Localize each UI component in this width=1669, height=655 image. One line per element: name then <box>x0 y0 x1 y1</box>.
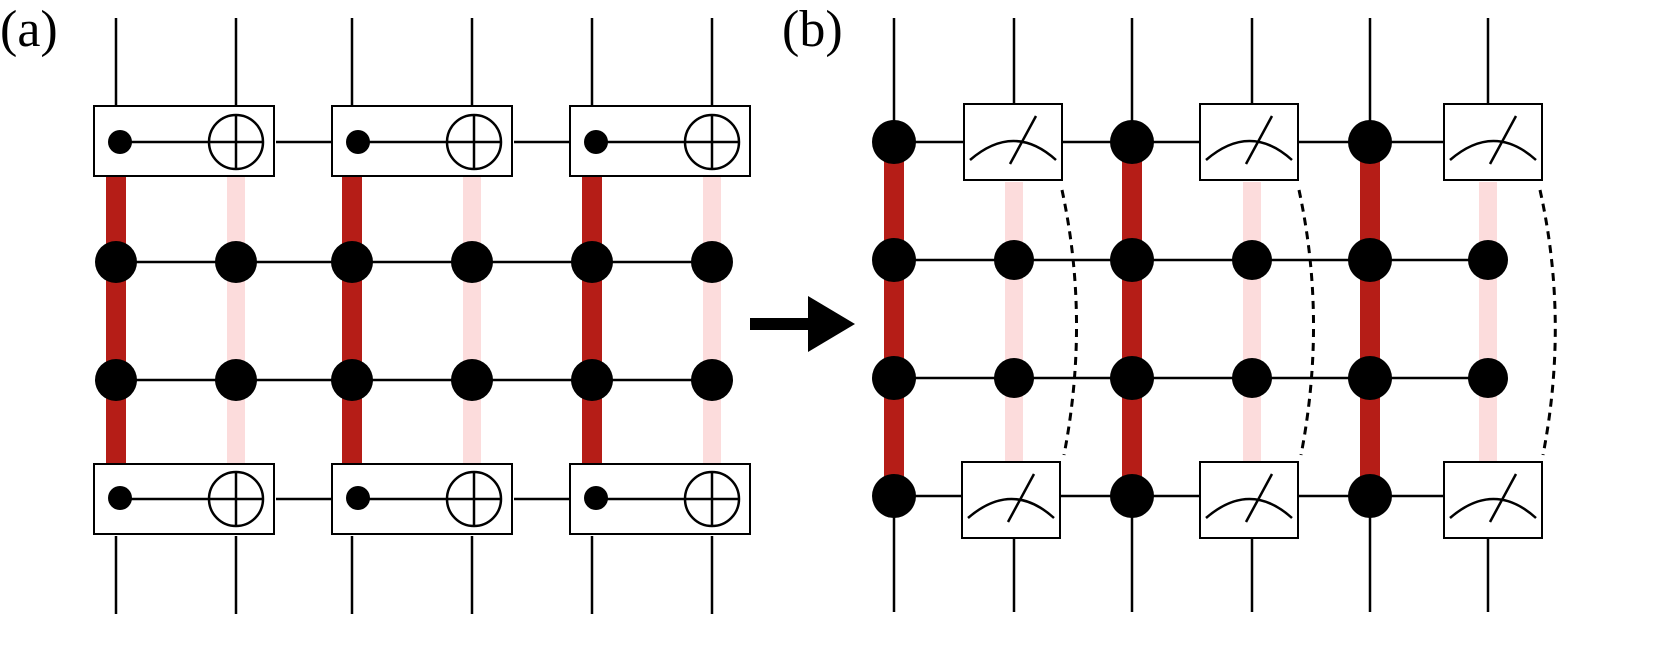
node-a-1-1 <box>215 359 257 401</box>
node-b-0-2 <box>1110 120 1154 164</box>
node-a-0-1 <box>215 241 257 283</box>
meter-needle <box>1244 115 1274 165</box>
cnot-gate-bottom-0 <box>93 463 275 535</box>
meter-needle <box>1488 115 1518 165</box>
node-a-0-5 <box>691 241 733 283</box>
node-b-2-5 <box>1468 358 1508 398</box>
meter-needle <box>1006 473 1036 523</box>
node-b-1-4 <box>1348 238 1392 282</box>
oplus-target-icon <box>445 470 503 528</box>
node-b-2-3 <box>1232 358 1272 398</box>
meter-icon <box>1205 473 1293 523</box>
control-dot-icon <box>108 486 132 510</box>
meter-icon <box>1205 115 1293 165</box>
node-b-2-1 <box>994 358 1034 398</box>
cnot-gate-top-2 <box>569 105 751 177</box>
node-b-3-0 <box>872 474 916 518</box>
cnot-gate-bottom-2 <box>569 463 751 535</box>
node-b-0-4 <box>1348 120 1392 164</box>
node-a-1-4 <box>571 359 613 401</box>
measurement-gate-top-1 <box>1199 103 1299 181</box>
meter-arc <box>1205 497 1293 519</box>
meter-needle <box>1488 473 1518 523</box>
panel-b <box>872 18 1557 612</box>
meter-needle <box>1244 473 1274 523</box>
dashed-connector-1 <box>1297 189 1316 456</box>
node-b-2-4 <box>1348 356 1392 400</box>
panel-a <box>93 18 751 614</box>
node-a-0-3 <box>451 241 493 283</box>
panel-a-label: (a) <box>0 1 58 58</box>
node-a-0-0 <box>95 241 137 283</box>
oplus-target-icon <box>445 113 503 171</box>
node-a-1-2 <box>331 359 373 401</box>
meter-icon <box>969 115 1057 165</box>
dashed-connector-2 <box>1538 189 1557 456</box>
meter-arc <box>1449 139 1537 161</box>
node-a-1-0 <box>95 359 137 401</box>
meter-needle <box>1008 115 1038 165</box>
meter-icon <box>967 473 1055 523</box>
control-dot-icon <box>584 486 608 510</box>
node-b-1-1 <box>994 240 1034 280</box>
oplus-target-icon <box>683 470 741 528</box>
control-dot-icon <box>346 130 370 154</box>
measurement-box <box>1199 461 1299 539</box>
node-b-0-0 <box>872 120 916 164</box>
node-a-0-2 <box>331 241 373 283</box>
meter-arc <box>1205 139 1293 161</box>
meter-arc <box>969 139 1057 161</box>
meter-arc <box>1449 497 1537 519</box>
node-b-1-2 <box>1110 238 1154 282</box>
measurement-gate-top-0 <box>963 103 1063 181</box>
node-b-3-2 <box>1110 474 1154 518</box>
arrow-head <box>808 296 855 352</box>
dashed-connector-0 <box>1060 189 1079 456</box>
node-b-2-2 <box>1110 356 1154 400</box>
node-b-1-3 <box>1232 240 1272 280</box>
meter-icon <box>1449 115 1537 165</box>
node-a-1-3 <box>451 359 493 401</box>
control-dot-icon <box>346 486 370 510</box>
node-a-1-5 <box>691 359 733 401</box>
measurement-gate-bottom-0 <box>961 461 1061 539</box>
cnot-gate-top-1 <box>331 105 513 177</box>
panel-b-label: (b) <box>782 1 843 58</box>
cnot-gate-bottom-1 <box>331 463 513 535</box>
measurement-gate-bottom-2 <box>1443 461 1543 539</box>
oplus-target-icon <box>683 113 741 171</box>
oplus-target-icon <box>207 470 265 528</box>
node-a-0-4 <box>571 241 613 283</box>
node-b-3-4 <box>1348 474 1392 518</box>
control-dot-icon <box>108 130 132 154</box>
node-b-2-0 <box>872 356 916 400</box>
transform-arrow <box>750 296 855 352</box>
oplus-target-icon <box>207 113 265 171</box>
node-b-1-0 <box>872 238 916 282</box>
measurement-gate-bottom-1 <box>1199 461 1299 539</box>
measurement-gate-top-2 <box>1443 103 1543 181</box>
meter-arc <box>967 497 1055 519</box>
node-b-1-5 <box>1468 240 1508 280</box>
cnot-gate-top-0 <box>93 105 275 177</box>
meter-icon <box>1449 473 1537 523</box>
control-dot-icon <box>584 130 608 154</box>
